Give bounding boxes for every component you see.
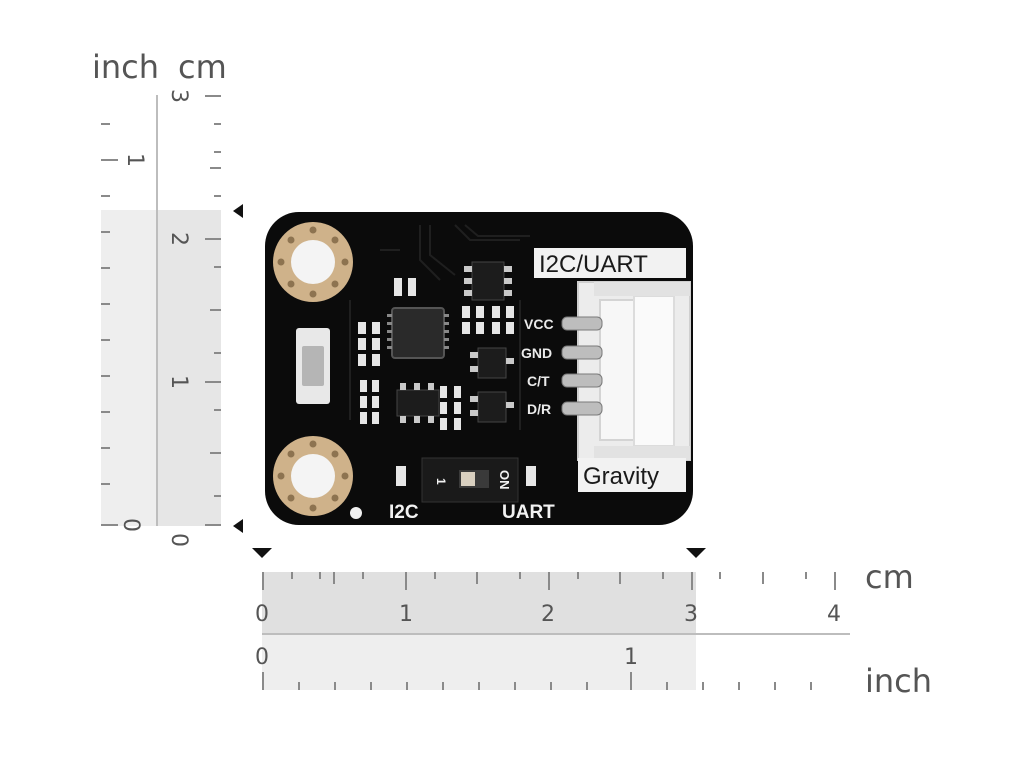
pin-label-ct: C/T xyxy=(527,373,550,389)
transistor-2 xyxy=(470,391,514,423)
pcb-traces xyxy=(349,224,530,430)
switch-right-label: UART xyxy=(502,502,555,523)
transistor-1 xyxy=(470,347,514,379)
switch-number: 1 xyxy=(434,478,448,485)
connector-label: I2C/UART xyxy=(539,251,648,278)
pin-label-dr: D/R xyxy=(527,401,551,417)
connector-label-box xyxy=(534,248,686,278)
vertical-inch-label-0: 0 xyxy=(118,518,143,532)
vertical-cm-unit: cm xyxy=(178,48,227,86)
horizontal-left-marker-icon xyxy=(252,548,272,558)
vertical-cm-ticks xyxy=(205,95,221,526)
secondary-ic-chip xyxy=(396,383,440,423)
vertical-cm-label-3: 3 xyxy=(166,89,191,103)
horizontal-inch-label-1: 1 xyxy=(624,645,638,670)
vertical-inch-unit: inch xyxy=(92,48,159,86)
pin-label-vcc: VCC xyxy=(524,316,554,332)
horizontal-inch-unit: inch xyxy=(865,662,932,700)
horizontal-cm-ticks xyxy=(262,572,836,590)
mounting-hole-bottom xyxy=(273,436,353,516)
gravity-connector xyxy=(577,281,691,461)
switch-left-label: I2C xyxy=(389,502,419,523)
mode-dip-switch: 1 ON xyxy=(421,457,519,503)
horizontal-cm-label-2: 2 xyxy=(541,602,555,627)
sensor-board: 1 ON I2C UART I2C/UART Gravity VCC GND C… xyxy=(265,212,693,525)
vertical-cm-label-1: 1 xyxy=(166,375,191,389)
led xyxy=(296,328,330,404)
horizontal-ruler: 0 1 2 3 4 0 1 cm inch xyxy=(252,548,932,700)
fiducial-mark xyxy=(350,507,362,519)
smd-components xyxy=(358,278,536,486)
brand-label: Gravity xyxy=(583,463,659,490)
brand-label-box xyxy=(578,458,686,492)
horizontal-right-marker-icon xyxy=(686,548,706,558)
regulator-chip xyxy=(464,261,512,301)
switch-on-label: ON xyxy=(497,470,512,490)
vertical-cm-label-2: 2 xyxy=(166,232,191,246)
vertical-inch-ticks xyxy=(101,123,118,526)
horizontal-inch-label-0: 0 xyxy=(255,645,269,670)
connector-pins xyxy=(561,316,603,416)
horizontal-cm-label-4: 4 xyxy=(827,602,841,627)
horizontal-cm-label-3: 3 xyxy=(684,602,698,627)
switch-lever xyxy=(461,472,475,486)
vertical-inch-label-1: 1 xyxy=(122,153,147,167)
vertical-bottom-marker-icon xyxy=(233,519,243,533)
horizontal-inch-ticks xyxy=(262,672,812,690)
vertical-ruler: inch cm 0 1 2 3 0 1 xyxy=(92,48,243,547)
horizontal-cm-label-1: 1 xyxy=(399,602,413,627)
vertical-top-marker-icon xyxy=(233,204,243,218)
horizontal-cm-label-0: 0 xyxy=(255,602,269,627)
horizontal-ruler-shade xyxy=(262,572,696,634)
main-ic-chip xyxy=(387,307,449,359)
mounting-hole-top xyxy=(273,222,353,302)
vertical-cm-label-0: 0 xyxy=(166,533,191,547)
horizontal-cm-unit: cm xyxy=(865,558,914,596)
pin-label-gnd: GND xyxy=(521,345,552,361)
